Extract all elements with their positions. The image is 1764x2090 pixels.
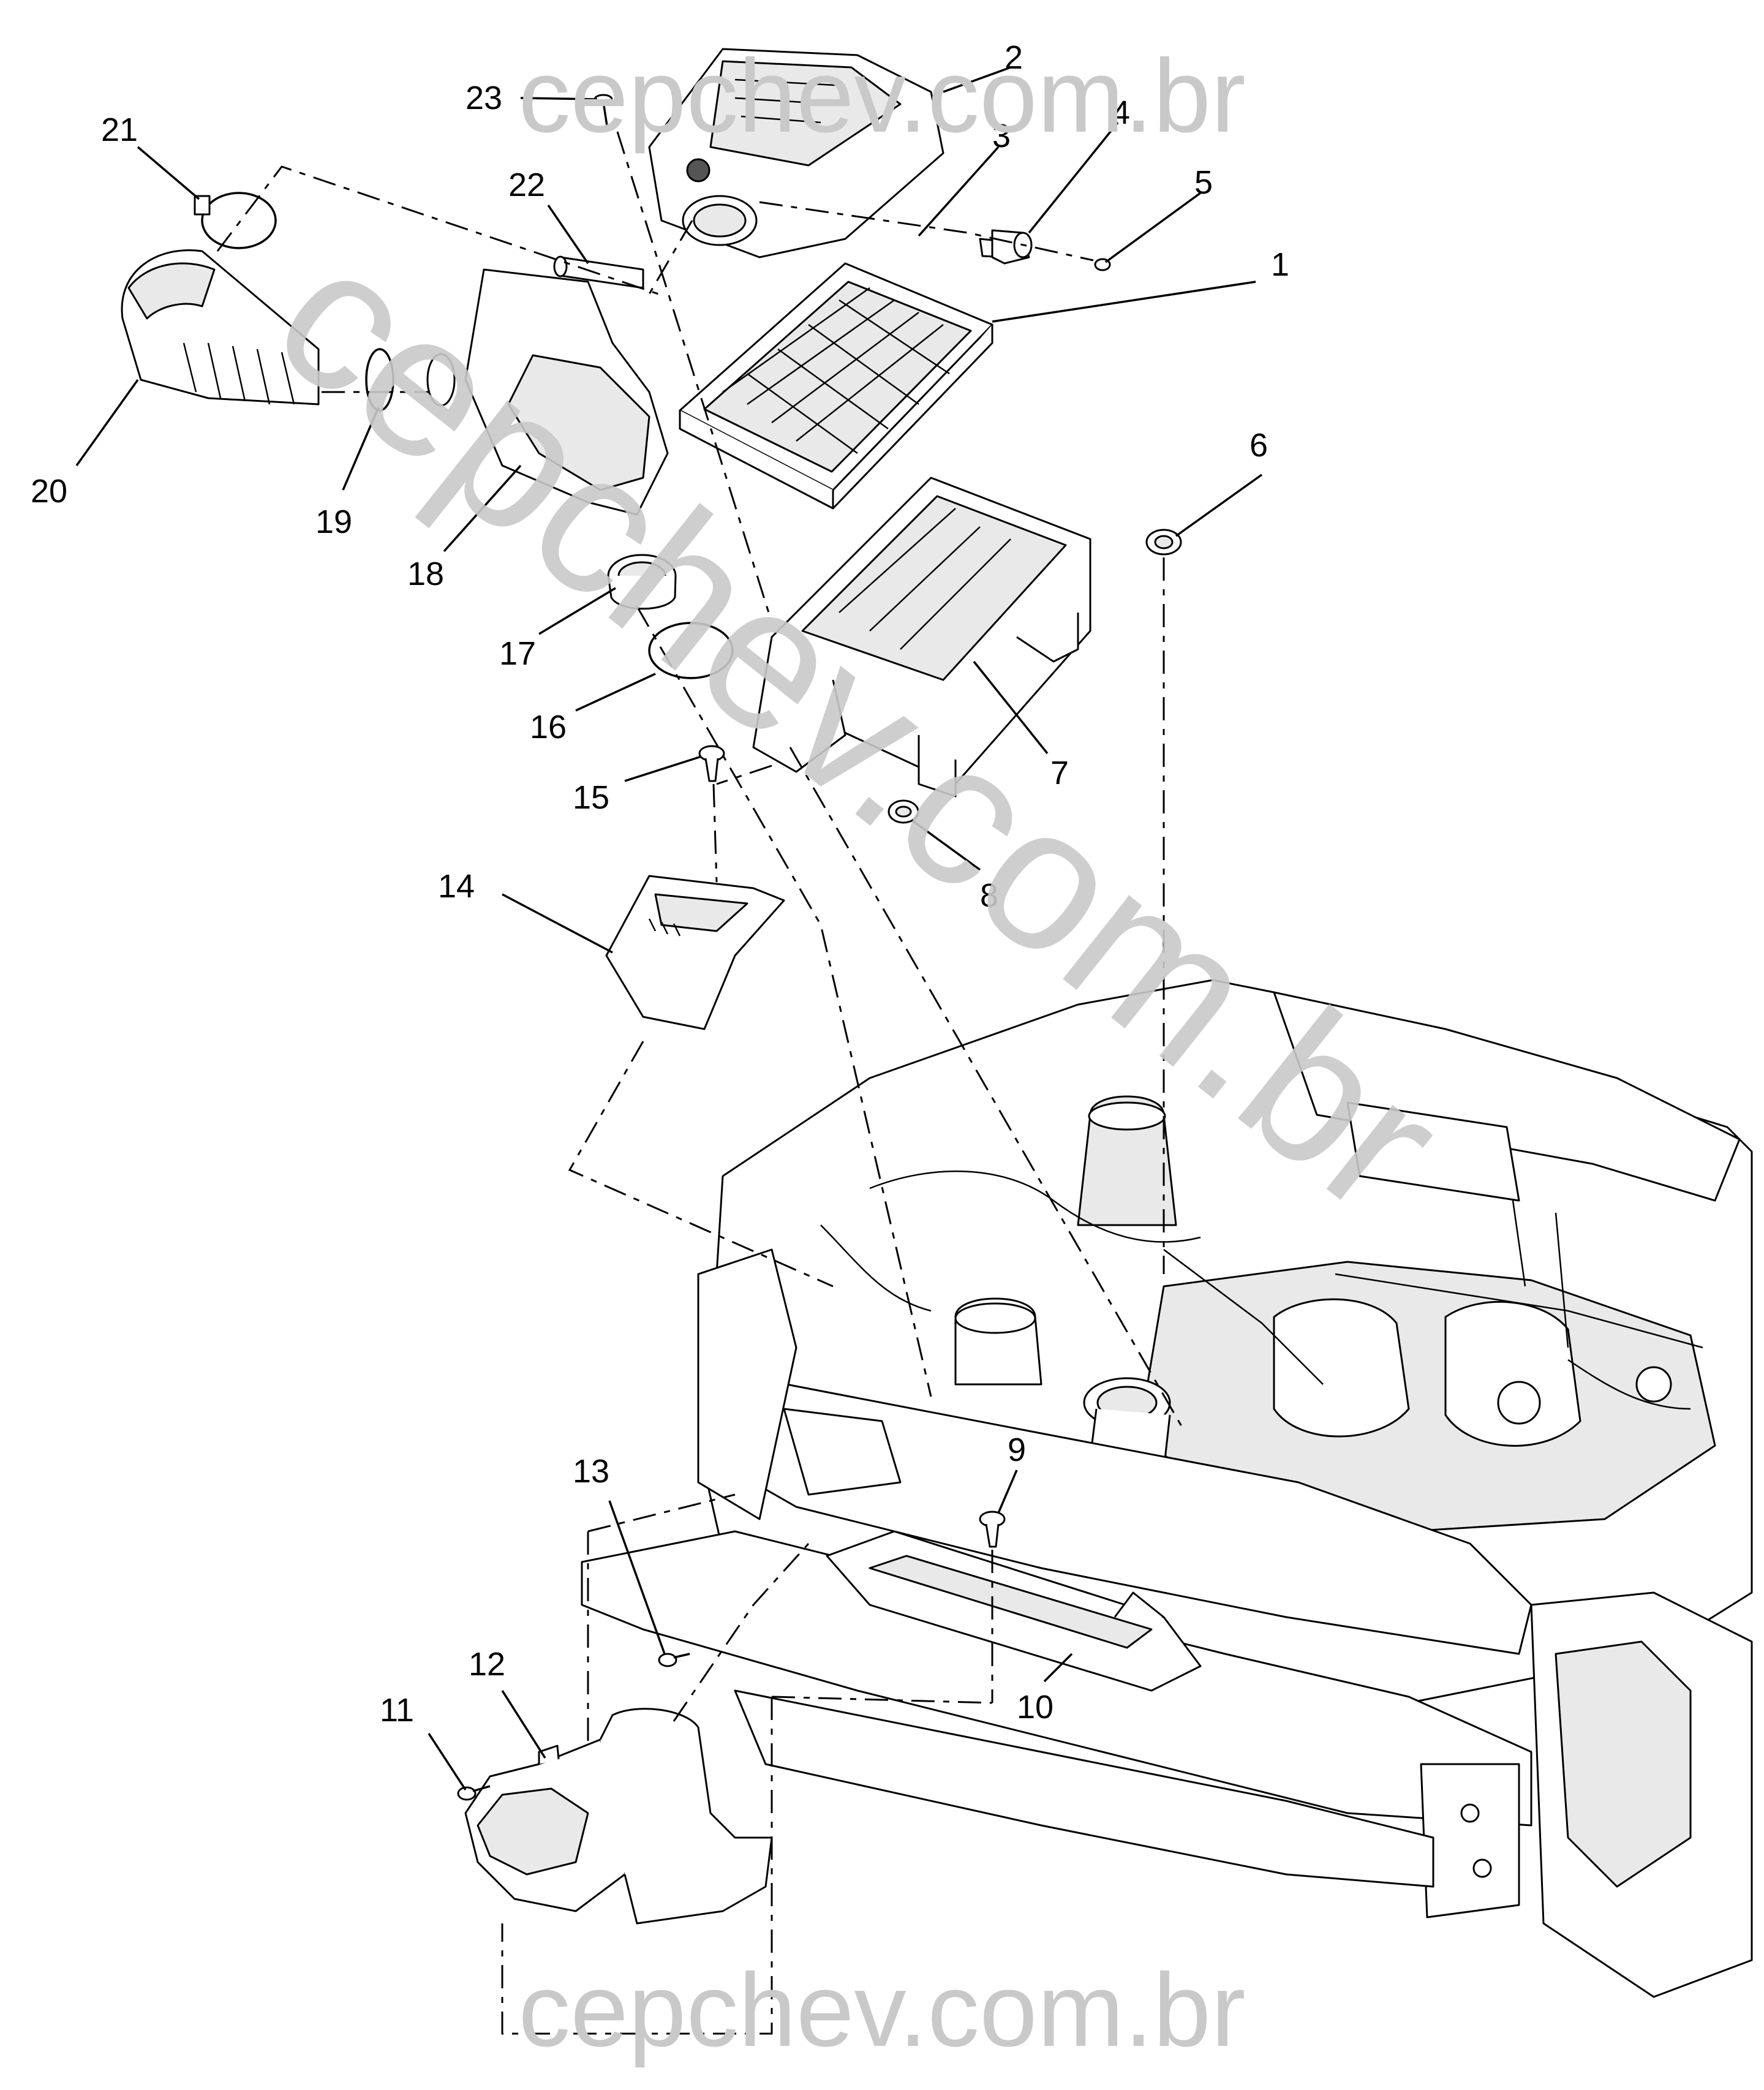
bolt-11: [457, 1785, 491, 1801]
outlet-clamp: [648, 622, 734, 679]
callout-13: 13: [573, 1453, 609, 1490]
callout-20: 20: [31, 473, 67, 510]
callout-16: 16: [530, 709, 567, 745]
callout-3: 3: [992, 118, 1011, 154]
callout-6: 6: [1250, 427, 1268, 464]
callout-11: 11: [380, 1692, 414, 1729]
callout-19: 19: [315, 504, 352, 540]
callout-12: 12: [469, 1646, 505, 1683]
engine-bay: [581, 979, 1753, 1998]
housing-grommet-8: [888, 799, 919, 824]
intake-resonator: [426, 268, 669, 516]
callout-5: 5: [1194, 164, 1213, 201]
callout-1: 1: [1271, 246, 1289, 283]
air-filter-element: [679, 262, 993, 510]
callout-10: 10: [1017, 1689, 1054, 1726]
air-cleaner-upper-cover: [648, 48, 944, 258]
assembly-guide-lines: [216, 131, 1183, 2035]
watermark-top: cepchev.com.br: [518, 38, 1245, 154]
housing-grommet-6: [1145, 529, 1182, 556]
callout-17: 17: [499, 635, 536, 672]
cover-bolt: [594, 94, 613, 130]
lower-air-inlet-duct: [464, 1708, 773, 1925]
callout-9: 9: [1008, 1432, 1026, 1468]
duct-clamp-21: [194, 192, 277, 249]
callout-labels: 1 2 3 4 5 6 7 8 9 10 11 12 13 14 15 16 1…: [31, 39, 1289, 1729]
push-pin-9: [979, 1511, 1006, 1548]
callout-15: 15: [573, 779, 609, 816]
leader-lines: [75, 66, 1263, 1790]
callout-4: 4: [1112, 94, 1130, 131]
duct-clamp-19: [365, 348, 394, 412]
callout-23: 23: [466, 80, 502, 116]
callout-21: 21: [101, 111, 138, 148]
callout-2: 2: [1005, 39, 1023, 76]
callout-14: 14: [438, 868, 475, 905]
radiator-air-deflector: [826, 1530, 1202, 1692]
push-pin-15: [698, 745, 725, 782]
outlet-coupler: [607, 554, 677, 610]
callout-22: 22: [508, 167, 545, 203]
callout-8: 8: [980, 877, 998, 914]
callout-18: 18: [407, 556, 444, 592]
air-inlet-duct: [121, 249, 320, 406]
air-intake-scoop: [605, 875, 785, 1030]
mass-airflow-sensor: [979, 229, 1111, 271]
spacer-tube: [553, 255, 644, 289]
callout-7: 7: [1050, 755, 1069, 791]
bolt-13: [658, 1653, 690, 1667]
watermark-bottom: cepchev.com.br: [518, 1952, 1245, 2069]
